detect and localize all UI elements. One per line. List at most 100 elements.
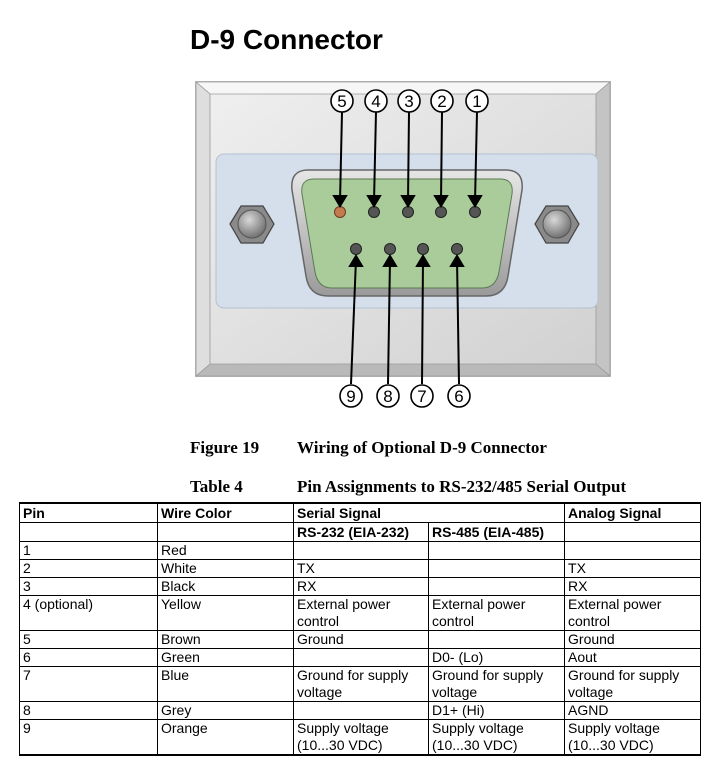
cell-rs485 [427, 541, 566, 560]
subheader-rs485: RS-485 (EIA-485) [427, 522, 566, 542]
leader-line-9 [350, 258, 357, 385]
cell-pin: 4 (optional) [19, 595, 158, 631]
cell-analog: Ground for supply voltage [564, 666, 702, 702]
cell-rs232: Ground [293, 630, 429, 649]
arrow-5-icon [332, 195, 348, 208]
arrow-4-icon [366, 195, 382, 208]
cell-rs485: Supply voltage (10...30 VDC) [427, 719, 566, 756]
table-number: Table 4 [190, 477, 243, 496]
pin-6 [451, 243, 463, 255]
arrow-2-icon [433, 195, 449, 208]
pin-label-1: 1 [472, 92, 481, 111]
cell-rs232 [293, 541, 429, 560]
cell-wire-color: Black [157, 577, 294, 596]
cell-analog: AGND [564, 701, 702, 720]
cell-rs232: External power control [293, 595, 429, 631]
subheader-rs232: RS-232 (EIA-232) [293, 522, 429, 542]
cell-wire-color: Grey [157, 701, 294, 720]
cell-pin: 5 [19, 630, 158, 649]
cell-rs232 [293, 648, 429, 667]
pin-label-8: 8 [383, 387, 392, 406]
cell-pin: 9 [19, 719, 158, 756]
cell-analog: RX [564, 577, 702, 596]
cell-wire-color: Green [157, 648, 294, 667]
table-row: 4 (optional) Yellow External power contr… [19, 595, 702, 631]
leader-line-2 [440, 111, 443, 203]
cell-wire-color: Brown [157, 630, 294, 649]
pin-label-5: 5 [337, 92, 346, 111]
cell-analog: Supply voltage (10...30 VDC) [564, 719, 702, 756]
cell-analog: TX [564, 559, 702, 578]
arrow-3-icon [400, 195, 416, 208]
pin-callout-2 [430, 89, 454, 113]
cell-rs232 [293, 701, 429, 720]
pin-label-9: 9 [346, 387, 355, 406]
pin-callout-5 [330, 89, 354, 113]
cell-wire-color: Orange [157, 719, 294, 756]
cell-rs232: RX [293, 577, 429, 596]
cell-rs232: TX [293, 559, 429, 578]
cell-analog: Aout [564, 648, 702, 667]
pin-assignment-table: Pin Wire Color Serial Signal Analog Sign… [19, 502, 702, 756]
header-serial-signal: Serial Signal [292, 502, 566, 523]
section-title: D-9 Connector [190, 24, 383, 55]
pin-2 [435, 206, 447, 218]
figure-caption: Wiring of Optional D-9 Connector [297, 438, 547, 457]
cell-rs485: External power control [427, 595, 566, 631]
leader-line-5 [339, 111, 343, 203]
pin-4 [368, 206, 380, 218]
cell-pin: 7 [19, 666, 158, 702]
cell-analog: External power control [564, 595, 702, 631]
pin-5 [334, 206, 346, 218]
cell-rs485: D0- (Lo) [427, 648, 566, 667]
table-row: 1 Red [19, 541, 702, 560]
pin-7 [417, 243, 429, 255]
cell-rs485 [427, 559, 566, 578]
arrow-7-icon [415, 254, 431, 267]
subheader-empty [564, 522, 702, 542]
pin-callout-8 [376, 384, 400, 408]
table-subheader-row: RS-232 (EIA-232) RS-485 (EIA-485) [19, 522, 702, 542]
table-row: 8 Grey D1+ (Hi) AGND [19, 701, 702, 720]
table-body: 1 Red 2 White TX TX 3 Black RX RX 4 (opt… [19, 541, 702, 756]
cell-rs485 [427, 630, 566, 649]
d9-connector-diagram: 5 4 3 2 1 9 8 7 6 [194, 81, 612, 408]
pin-8 [384, 243, 396, 255]
cell-rs485 [427, 577, 566, 596]
pin-3 [402, 206, 414, 218]
arrow-6-icon [449, 254, 465, 267]
subheader-empty [157, 522, 294, 542]
header-pin: Pin [19, 502, 158, 523]
cell-pin: 2 [19, 559, 158, 578]
leader-line-1 [474, 111, 478, 203]
cell-pin: 6 [19, 648, 158, 667]
cell-wire-color: Yellow [157, 595, 294, 631]
header-wire-color: Wire Color [157, 502, 294, 523]
pin-callout-1 [465, 89, 489, 113]
cell-rs232: Supply voltage (10...30 VDC) [293, 719, 429, 756]
table-header-row: Pin Wire Color Serial Signal Analog Sign… [19, 502, 702, 523]
pin-label-7: 7 [417, 387, 426, 406]
cell-wire-color: Blue [157, 666, 294, 702]
cell-pin: 8 [19, 701, 158, 720]
cell-rs232: Ground for supply voltage [293, 666, 429, 702]
pin-callout-3 [397, 89, 421, 113]
leader-line-8 [387, 258, 391, 385]
pin-label-3: 3 [404, 92, 413, 111]
arrow-9-icon [348, 254, 364, 267]
leader-line-7 [421, 258, 424, 385]
table-row: 9 Orange Supply voltage (10...30 VDC) Su… [19, 719, 702, 756]
pin-label-2: 2 [437, 92, 446, 111]
cell-rs485: D1+ (Hi) [427, 701, 566, 720]
leader-line-6 [456, 258, 460, 385]
leader-line-3 [407, 111, 410, 203]
pin-label-6: 6 [454, 387, 463, 406]
header-analog-signal: Analog Signal [564, 502, 702, 523]
arrow-8-icon [382, 254, 398, 267]
figure-number: Figure 19 [190, 438, 260, 457]
cell-rs485: Ground for supply voltage [427, 666, 566, 702]
table-row: 2 White TX TX [19, 559, 702, 578]
pin-callout-9 [339, 384, 363, 408]
subheader-empty [19, 522, 158, 542]
table-caption: Pin Assignments to RS-232/485 Serial Out… [297, 477, 627, 496]
